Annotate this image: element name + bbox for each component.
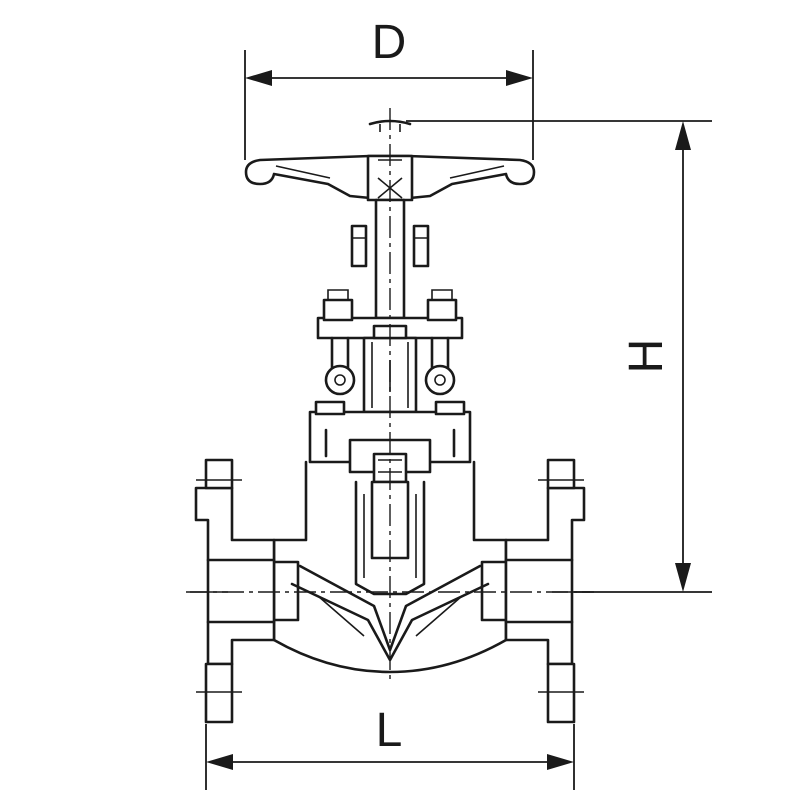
dimension-h: H (406, 120, 712, 593)
dimension-l: L (205, 704, 575, 790)
dimension-d: D (244, 16, 534, 160)
center-lines (186, 108, 594, 680)
left-flange (190, 458, 276, 724)
handwheel (244, 119, 536, 202)
right-flange (504, 458, 590, 724)
dimension-h-label: H (620, 339, 673, 374)
dimension-l-label: L (376, 704, 403, 757)
dimension-d-label: D (372, 16, 407, 69)
